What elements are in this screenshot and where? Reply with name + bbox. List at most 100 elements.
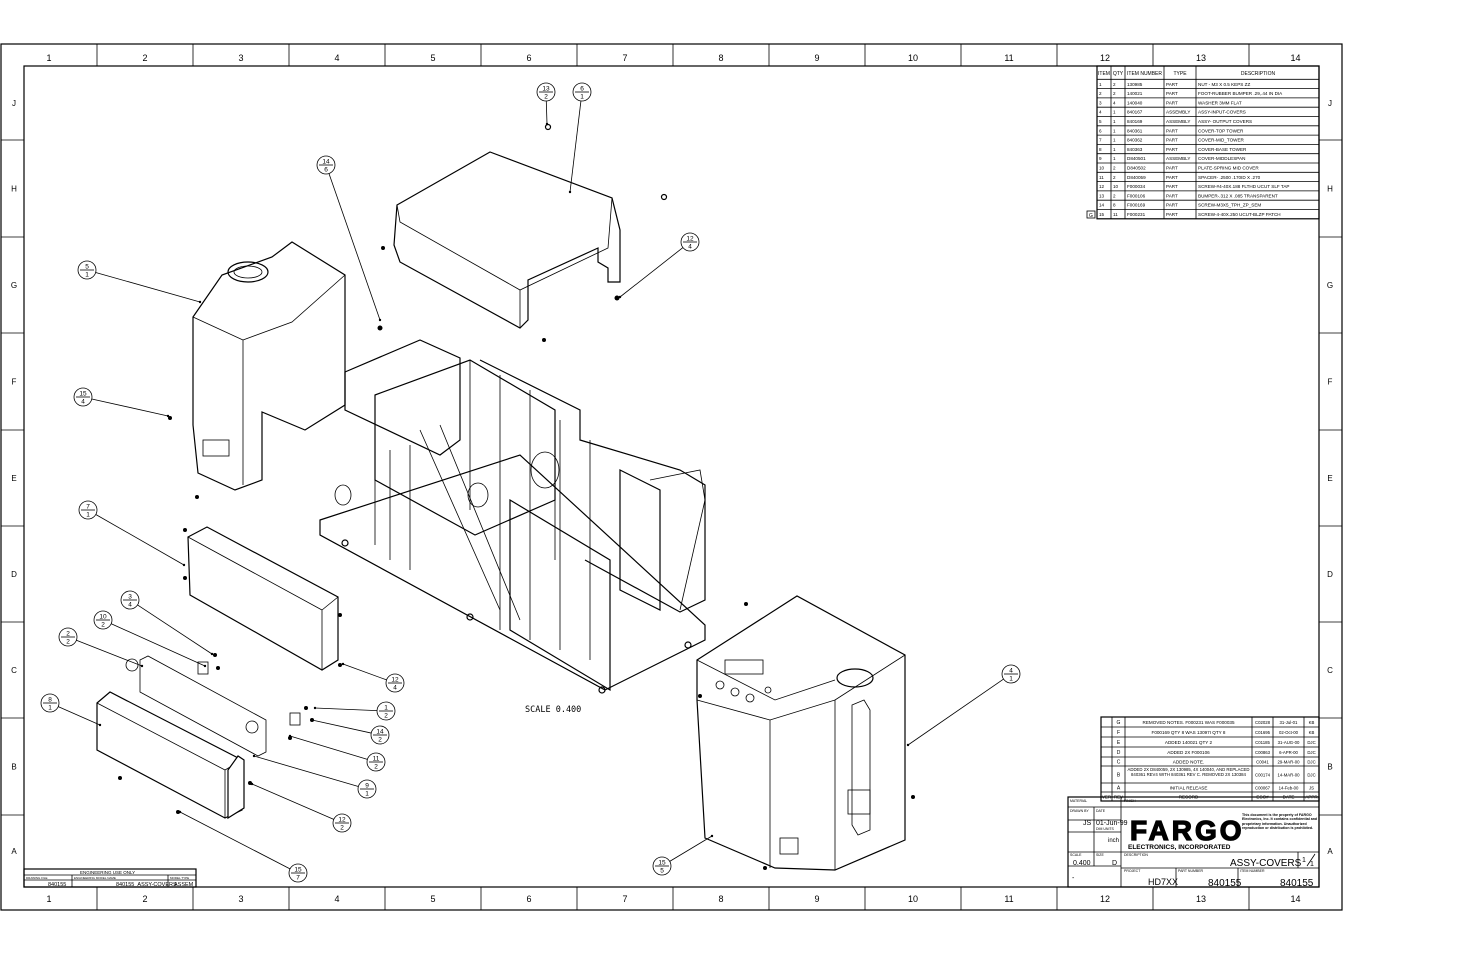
model-type-label: MODEL TYPE xyxy=(170,876,189,880)
right-tower-assembly xyxy=(696,595,915,871)
zone-row-right: C xyxy=(1327,666,1333,675)
middlespan-cover xyxy=(96,653,314,820)
zone-col-bottom: 14 xyxy=(1290,894,1300,904)
balloon-qty: 1 xyxy=(1009,676,1013,683)
zone-col-bottom: 1 xyxy=(46,894,51,904)
zone-row-right: B xyxy=(1327,763,1332,772)
rev-date: 31-AUG-00 xyxy=(1278,740,1300,745)
rev-date: 31-Jul-01 xyxy=(1280,720,1299,725)
balloon-item-9: 91 xyxy=(252,754,377,799)
item-number: 840155 xyxy=(1280,878,1314,889)
zone-col-bottom: 9 xyxy=(814,894,819,904)
balloon-item-3: 34 xyxy=(120,590,214,656)
balloon-item: 11 xyxy=(373,756,380,763)
bom-cell: 130985 xyxy=(1127,82,1143,87)
bom-cell: 8 xyxy=(1113,203,1116,208)
balloon-item: 13 xyxy=(542,86,550,93)
engineering-use-block: ENGINEERING USE ONLY DRAWING FILE ENGINE… xyxy=(23,868,197,888)
bom-cell: SCREW-M3X5_TPH_ZP_SEM xyxy=(1198,203,1261,208)
rev-date: 14-MAR-00 xyxy=(1278,773,1301,778)
bom-cell: F000034 xyxy=(1127,184,1146,189)
bom-cell: ASSEMBLY xyxy=(1166,110,1190,115)
zone-col-bottom: 6 xyxy=(526,894,531,904)
bom-cell: 840169 xyxy=(1127,119,1143,124)
outer-border xyxy=(0,43,1343,911)
zone-col-bottom: 2 xyxy=(142,894,147,904)
left-tower-cover xyxy=(168,241,383,499)
mid-tower-cover xyxy=(183,526,342,671)
rev-date: 29-MAR-00 xyxy=(1278,760,1301,765)
bom-cell: PART xyxy=(1166,212,1178,217)
zone-row-right: E xyxy=(1327,474,1332,483)
balloon-item-2: 22 xyxy=(58,627,144,668)
balloon-item: 4 xyxy=(1009,668,1013,675)
bom-cell: 1 xyxy=(1099,82,1102,87)
bom-cell: D840501 xyxy=(1127,156,1146,161)
bom-cell: 4 xyxy=(1113,100,1116,105)
model-name-label: ENGINEERING MODEL NAME xyxy=(74,876,116,880)
bom-cell: BUMPER-.312 X .085 TRANSPARENT xyxy=(1198,193,1278,198)
balloon-item: 15 xyxy=(294,867,302,874)
bom-cell: PART xyxy=(1166,166,1178,171)
balloon-item: 12 xyxy=(338,817,346,824)
balloon-item: 6 xyxy=(580,86,584,93)
balloon-item-5: 51 xyxy=(77,260,202,304)
bom-cell: FOOT-RUBBER BUMPER .29,.44 IN DIA xyxy=(1198,91,1283,96)
zone-col-top: 9 xyxy=(814,53,819,63)
top-cover xyxy=(381,123,668,342)
balloon-item-15: 157 xyxy=(178,810,308,883)
drawn-by-label: DRAWN BY xyxy=(1070,809,1089,813)
bom-cell: 1 xyxy=(1113,110,1116,115)
drawing-file: 840155 xyxy=(48,882,66,888)
zone-col-top: 10 xyxy=(908,53,918,63)
zone-row-left: A xyxy=(11,847,17,856)
bom-cell: 840167 xyxy=(1127,110,1143,115)
bom-header: ITEM NUMBER xyxy=(1127,71,1162,77)
zone-row-left: E xyxy=(11,474,16,483)
project-value: HD7XX xyxy=(1148,877,1178,887)
model-name: 840155_ASSY-COVERS xyxy=(116,882,177,888)
balloon-qty: 4 xyxy=(128,602,132,609)
bom-cell: 2 xyxy=(1113,82,1116,87)
bom-cell: ASSEMBLY xyxy=(1166,119,1190,124)
bom-cell: PART xyxy=(1166,82,1178,87)
rev-date: 14-Feb-00 xyxy=(1279,786,1299,791)
zone-row-left: B xyxy=(11,763,16,772)
balloon-item: 3 xyxy=(128,594,132,601)
zone-row-right: D xyxy=(1327,570,1333,579)
zone-col-top: 5 xyxy=(430,53,435,63)
bom-cell: 2 xyxy=(1113,91,1116,96)
drawn-date: 01-Jun-99 xyxy=(1096,820,1128,827)
zone-col-bottom: 11 xyxy=(1004,894,1013,904)
zone-row-right: F xyxy=(1328,378,1333,387)
bom-cell: 7 xyxy=(1099,138,1102,143)
bom-cell: 1 xyxy=(1113,147,1116,152)
rev-record: ADDED 2X F000106 xyxy=(1167,750,1210,755)
bom-cell: 8 xyxy=(1099,147,1102,152)
bom-cell: 12 xyxy=(1099,184,1105,189)
balloon-item: 1 xyxy=(384,705,388,712)
bom-cell: PART xyxy=(1166,128,1178,133)
bom-cell: 2 xyxy=(1113,175,1116,180)
bom-cell: PART xyxy=(1166,184,1178,189)
zone-col-top: 7 xyxy=(622,53,627,63)
zone-col-bottom: 5 xyxy=(430,894,435,904)
rev-letter: A xyxy=(1117,786,1121,792)
zone-col-bottom: 8 xyxy=(718,894,723,904)
zone-col-top: 4 xyxy=(334,53,339,63)
drawn-by: JS xyxy=(1083,820,1092,827)
balloon-item-4: 41 xyxy=(906,664,1021,747)
balloon-qty: 4 xyxy=(688,244,692,251)
bom-cell: PART xyxy=(1166,203,1178,208)
bom-cell: PART xyxy=(1166,175,1178,180)
engineering-use-title: ENGINEERING USE ONLY xyxy=(80,870,135,875)
part-number-label: PART NUMBER xyxy=(1178,869,1204,873)
balloon-item-14: 142 xyxy=(310,718,390,745)
item-number-label: ITEM NUMBER xyxy=(1240,869,1265,873)
bom-cell: 140040 xyxy=(1127,100,1143,105)
